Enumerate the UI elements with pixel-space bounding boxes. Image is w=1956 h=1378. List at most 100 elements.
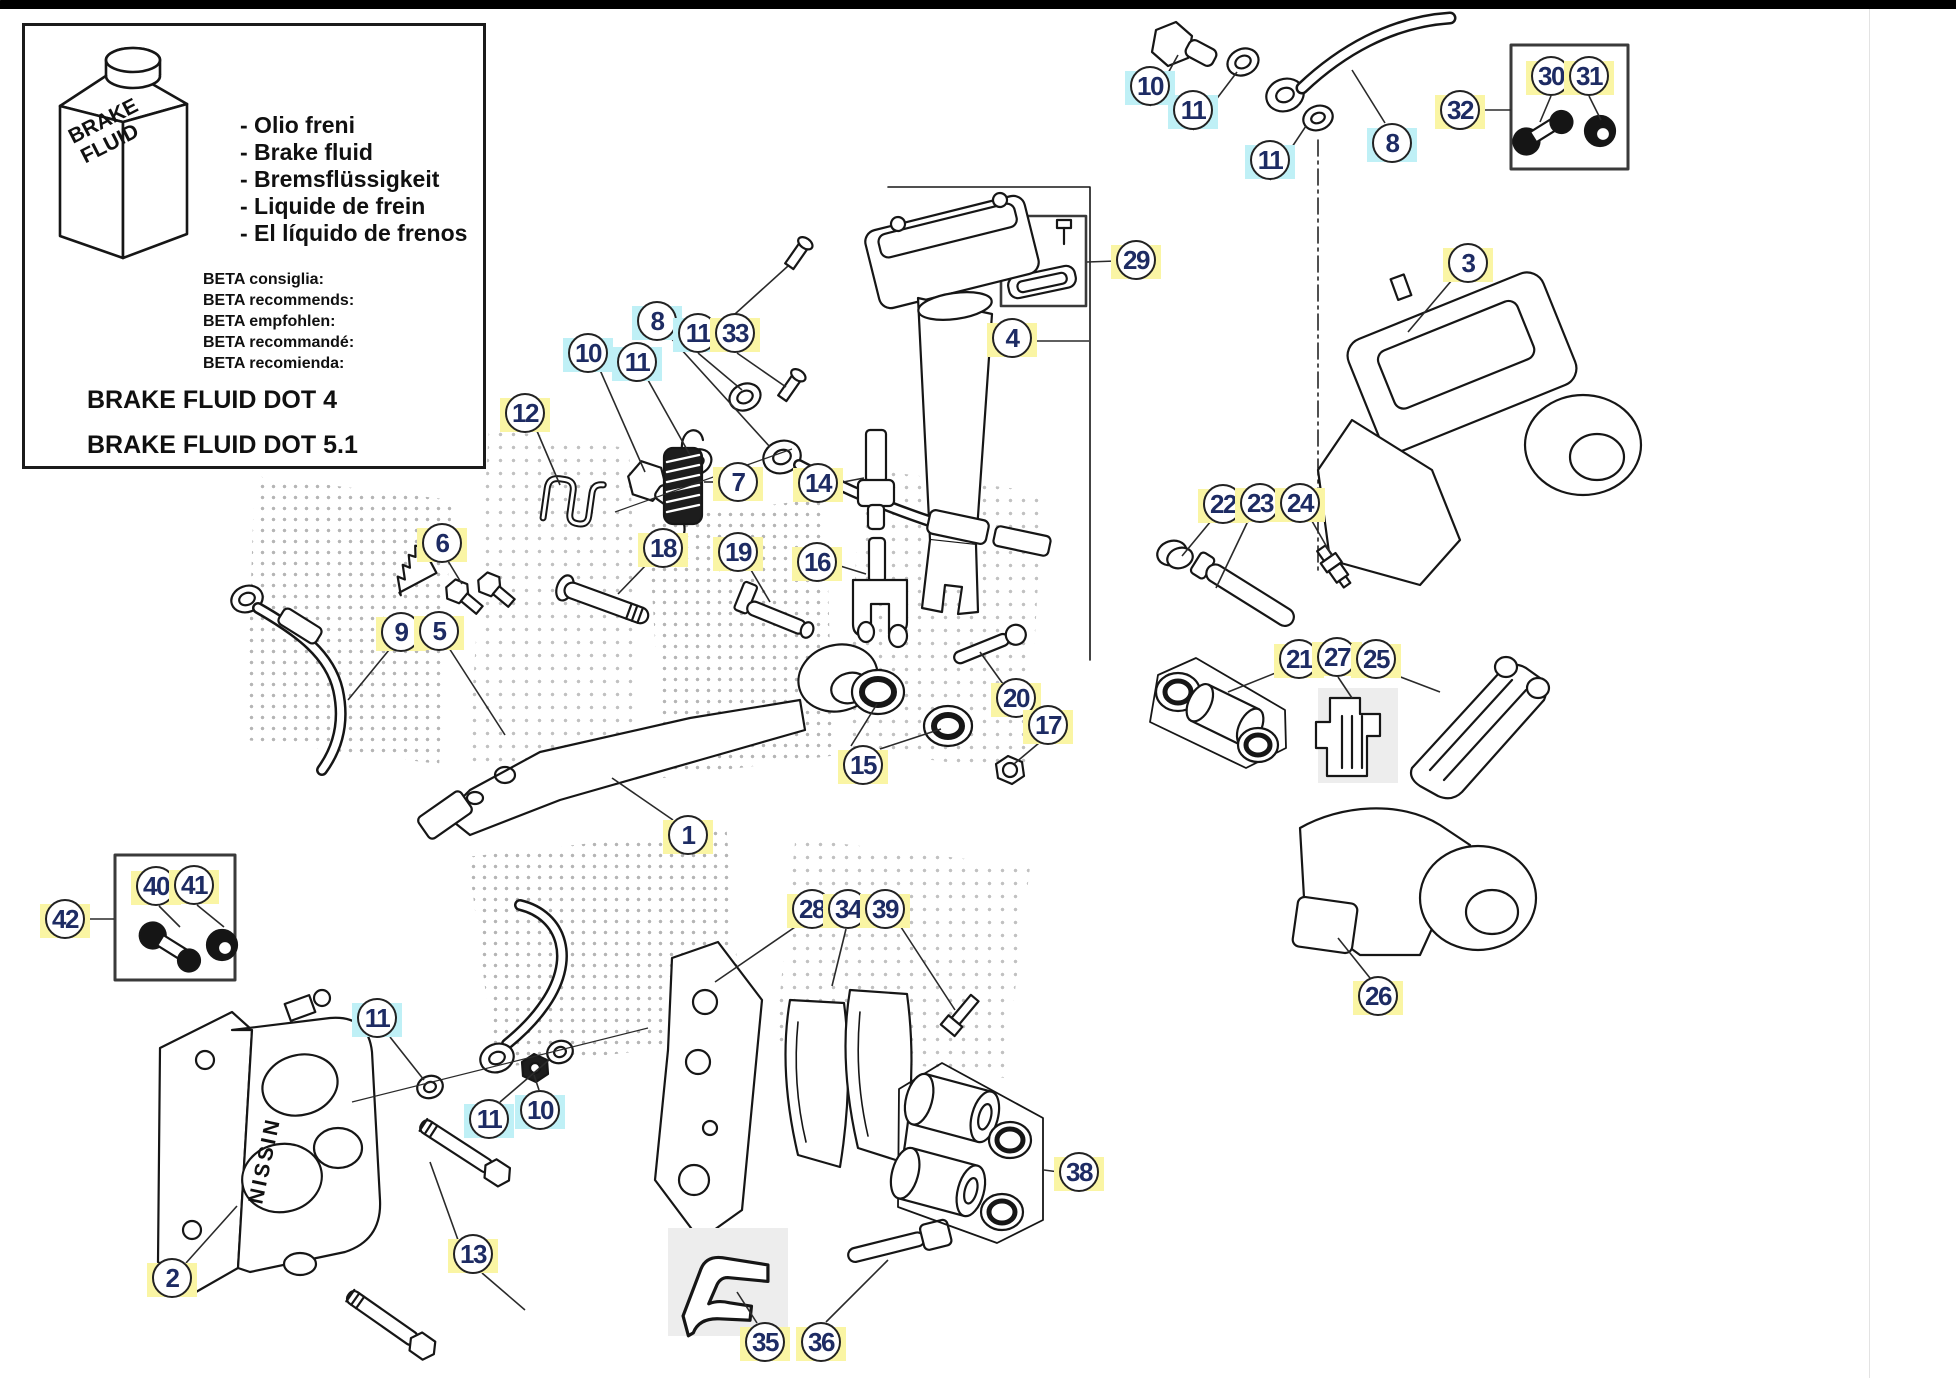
selection-arrow-icon (1484, 96, 1498, 124)
window-top-bar (0, 0, 1956, 9)
part-bolt-6b (477, 571, 516, 608)
fluid-name: - El líquido de frenos (240, 220, 468, 246)
callout-number: 6 (422, 523, 462, 563)
callout-number: 35 (745, 1322, 785, 1362)
callout-number: 11 (469, 1099, 509, 1139)
callout-number: 15 (843, 745, 883, 785)
callout-number: 26 (1358, 976, 1398, 1016)
part-pad-pin-36 (847, 1218, 953, 1264)
dot-spec-list: BRAKE FLUID DOT 4 BRAKE FLUID DOT 5.1 (87, 378, 358, 468)
part-front-caliper: NISSIN (156, 988, 382, 1294)
part-piston-kit-38 (889, 1062, 1044, 1244)
callout-number: 7 (718, 462, 758, 502)
part-bushing-15b (922, 704, 974, 748)
selection-arrow-icon (1446, 134, 1474, 148)
beta-recommendation: BETA recommends: (203, 292, 355, 309)
callout-number: 24 (1280, 483, 1320, 523)
part-pad-spring-35 (668, 1228, 788, 1338)
callout-number: 11 (1250, 140, 1290, 180)
callout-number: 12 (505, 393, 545, 433)
beta-recommendation-list: BETA consiglia: BETA recommends: BETA empf… (203, 269, 354, 374)
part-return-spring (662, 429, 705, 543)
beta-recommendation: BETA empfohlen: (203, 313, 336, 330)
callout-number: 17 (1028, 705, 1068, 745)
part-clevis-pin (733, 580, 815, 639)
fluid-name: - Brake fluid (240, 139, 373, 165)
dot-spec: BRAKE FLUID DOT 4 (87, 386, 337, 414)
part-bolt-39 (939, 993, 980, 1038)
part-pushrod-clevis (851, 536, 909, 649)
callout-number: 42 (45, 899, 85, 939)
callout-number: 18 (643, 528, 683, 568)
callout-number: 10 (568, 333, 608, 373)
callout-number: 29 (1116, 240, 1156, 280)
callout-number: 31 (1569, 56, 1609, 96)
callout-number: 11 (1173, 90, 1213, 130)
callout-number: 19 (718, 532, 758, 572)
callout-number: 2 (152, 1258, 192, 1298)
callout-number: 41 (174, 865, 214, 905)
selection-arrow-icon (1446, 58, 1474, 72)
fluid-name: - Liquide de frein (240, 193, 426, 219)
part-washer-top-2 (1302, 104, 1334, 132)
part-screw-33-lower (777, 368, 807, 403)
beta-recommendation: BETA consiglia: (203, 271, 324, 288)
part-hose-rear-lower (230, 584, 347, 776)
part-pivot-pin (555, 574, 650, 625)
fluid-name: - Bremsflüssigkeit (240, 166, 440, 192)
part-piston-kit-21 (1149, 657, 1287, 769)
part-hose-front (479, 899, 568, 1074)
part-pad-holder-25 (1409, 655, 1551, 800)
callout-number: 1 (668, 815, 708, 855)
part-rear-caliper (1316, 271, 1643, 587)
callout-number: 11 (617, 342, 657, 382)
callout-number: 14 (798, 463, 838, 503)
selection-arrow-icon (1408, 96, 1422, 124)
callout-number: 11 (357, 998, 397, 1038)
callout-number: 13 (453, 1234, 493, 1274)
callout-number: 36 (801, 1322, 841, 1362)
brake-fluid-info-box: BRAKE FLUID - Olio freni- Brake fluid- B… (22, 23, 486, 469)
part-banjo-bolt-top (1150, 20, 1218, 68)
part-caliper-bracket-28 (653, 940, 764, 1242)
callout-number: 8 (637, 301, 677, 341)
part-plug-22 (1156, 539, 1194, 570)
callout-number: 10 (1130, 66, 1170, 106)
part-pushrod-upper (856, 428, 896, 531)
callout-number: 32 (1440, 90, 1480, 130)
part-pad-pin-23 (1189, 551, 1295, 628)
leader-lines (85, 54, 1602, 1324)
callout-number: 5 (419, 611, 459, 651)
brake-fluid-bottle: BRAKE FLUID (58, 46, 189, 260)
fluid-name-list: - Olio freni- Brake fluid- Bremsflüssigk… (240, 112, 467, 247)
part-brake-pads-34 (0, 0, 913, 1169)
callout-number: 25 (1356, 639, 1396, 679)
dot-spec: BRAKE FLUID DOT 5.1 (87, 431, 358, 459)
part-washer-mid-1 (728, 382, 762, 412)
callout-number: 23 (1240, 483, 1280, 523)
callout-number: 8 (1372, 123, 1412, 163)
part-bushing-15a (850, 668, 906, 716)
part-bolt-6a (445, 578, 484, 615)
callout-number: 3 (1448, 243, 1488, 283)
callout-number: 10 (520, 1090, 560, 1130)
part-nut-17 (994, 754, 1026, 786)
part-screw-33-upper (784, 236, 814, 271)
beta-recommendation: BETA recomienda: (203, 355, 345, 372)
part-bolt-13a (418, 1117, 512, 1188)
part-pin-20 (953, 623, 1027, 665)
part-master-cylinder (864, 186, 1091, 661)
callout-number: 38 (1059, 1152, 1099, 1192)
fluid-name: - Olio freni (240, 112, 355, 138)
part-washer-top-1 (1226, 47, 1260, 77)
callout-number: 27 (1317, 637, 1357, 677)
callout-number: 16 (797, 542, 837, 582)
part-cap-41 (205, 928, 239, 962)
part-bolt-13b (345, 1288, 437, 1361)
callout-number: 33 (715, 313, 755, 353)
callout-number: 4 (992, 318, 1032, 358)
page-right-divider (1869, 9, 1870, 1378)
part-cap-31 (1583, 114, 1617, 148)
